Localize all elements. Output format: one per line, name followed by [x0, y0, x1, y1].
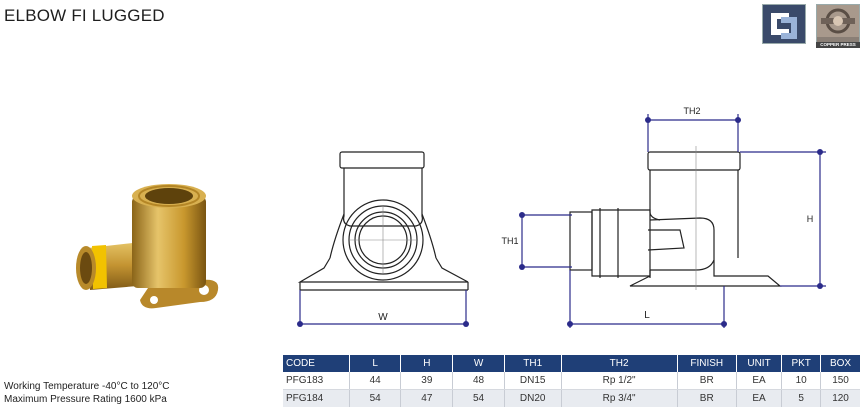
table-cell: DN20 [504, 389, 562, 407]
table-cell: 39 [400, 372, 454, 390]
label-h: H [807, 214, 814, 224]
front-view-drawing: W [297, 151, 469, 327]
dimension-point [297, 321, 303, 327]
max-pressure-rating: Maximum Pressure Rating 1600 kPa [4, 394, 167, 405]
table-cell: BR [677, 372, 737, 390]
dimension-point [463, 321, 469, 327]
table-cell: Rp 1/2" [561, 372, 678, 390]
table-cell: EA [736, 389, 783, 407]
logo-group: COPPER PRESS [762, 4, 862, 48]
copper-press-badge-icon [816, 4, 860, 44]
column-header-pkt: PKT [781, 355, 822, 372]
table-cell: 5 [781, 389, 822, 407]
column-header-th1: TH1 [504, 355, 562, 372]
column-header-finish: FINISH [677, 355, 737, 372]
product-photo [76, 184, 219, 309]
table-cell: BR [677, 389, 737, 407]
table-cell: 120 [820, 389, 860, 407]
table-cell: 54 [452, 389, 505, 407]
dimension-point [519, 212, 525, 218]
table-cell: DN15 [504, 372, 562, 390]
table-cell: 44 [349, 372, 402, 390]
column-header-h: H [400, 355, 454, 372]
dimension-point [817, 283, 823, 289]
table-cell: PFG183 [283, 372, 350, 390]
side-view-drawing: TH2 TH1 H L [501, 106, 826, 328]
table-row: PFG183 44 39 48 DN15 Rp 1/2" BR EA 10 15… [283, 372, 860, 390]
table-header-row: CODE L H W TH1 TH2 FINISH UNIT PKT BOX [283, 355, 860, 372]
product-table: CODE L H W TH1 TH2 FINISH UNIT PKT BOX P… [283, 355, 860, 407]
table-cell: PFG184 [283, 389, 350, 407]
dimension-point [735, 117, 741, 123]
column-header-th2: TH2 [561, 355, 678, 372]
brand-logo-icon [762, 4, 806, 44]
column-header-unit: UNIT [736, 355, 783, 372]
dimension-point [817, 149, 823, 155]
dimension-point [645, 117, 651, 123]
label-th1: TH1 [501, 236, 518, 246]
working-temperature: Working Temperature -40°C to 120°C [4, 381, 170, 392]
column-header-l: L [349, 355, 402, 372]
page-title: ELBOW FI LUGGED [4, 6, 165, 25]
table-cell: 150 [820, 372, 860, 390]
table-cell: 47 [400, 389, 454, 407]
dimension-point [721, 321, 727, 327]
table-row: PFG184 54 47 54 DN20 Rp 3/4" BR EA 5 120 [283, 389, 860, 407]
table-cell: 48 [452, 372, 505, 390]
badge-caption: COPPER PRESS [816, 42, 860, 48]
dimension-point [519, 264, 525, 270]
label-w: W [378, 312, 388, 323]
column-header-box: BOX [820, 355, 860, 372]
dimension-point [567, 321, 573, 327]
table-cell: 10 [781, 372, 822, 390]
table-cell: Rp 3/4" [561, 389, 678, 407]
table-cell: EA [736, 372, 783, 390]
label-th2: TH2 [683, 106, 700, 116]
specifications: Working Temperature -40°C to 120°C Maxim… [4, 380, 169, 406]
label-l: L [644, 310, 650, 321]
column-header-w: W [452, 355, 505, 372]
table-cell: 54 [349, 389, 402, 407]
column-header-code: CODE [283, 355, 350, 372]
